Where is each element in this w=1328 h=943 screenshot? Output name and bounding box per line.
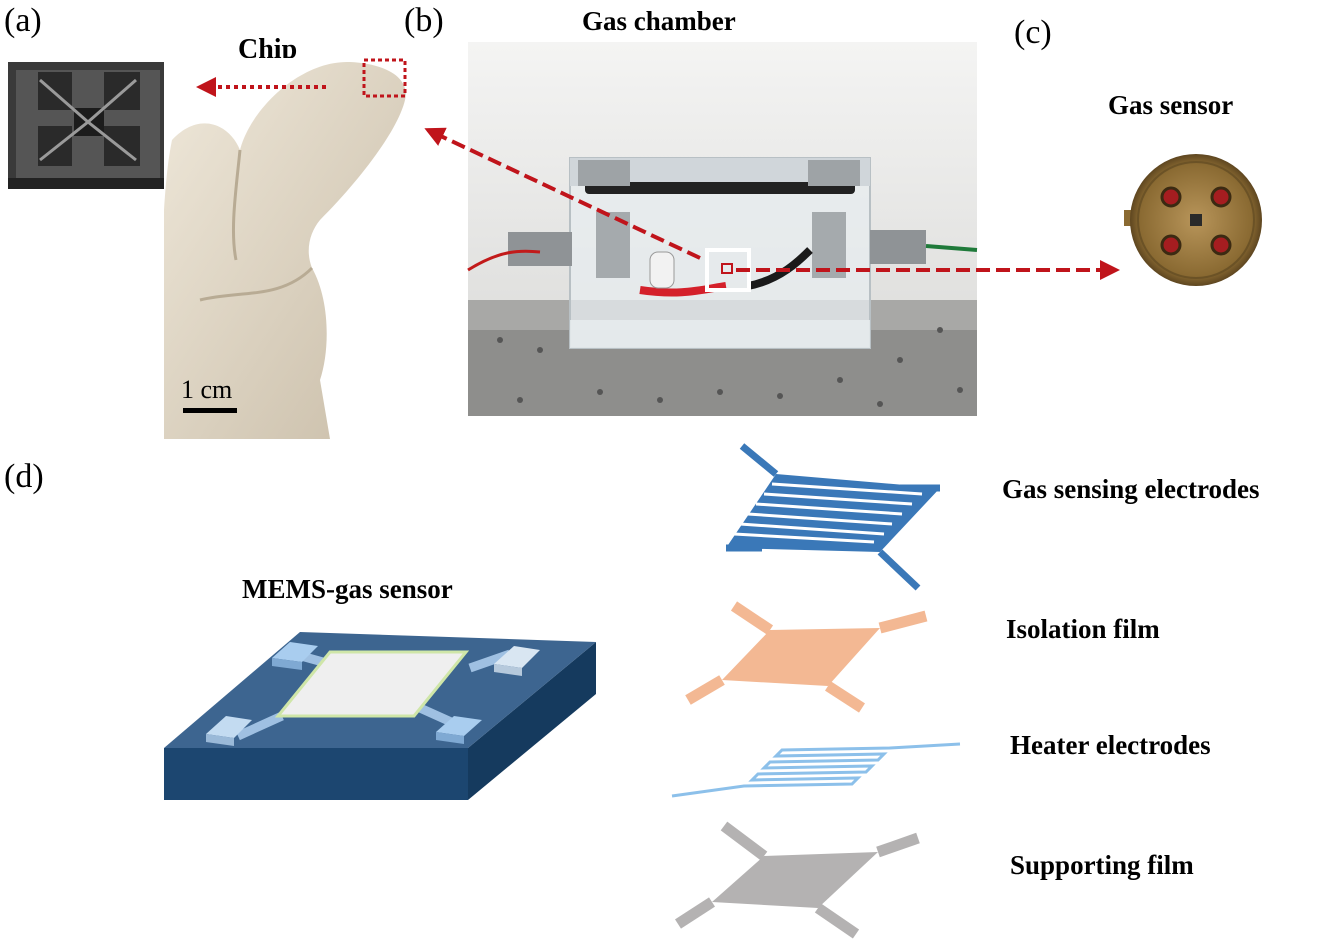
mems-gas-sensor-diagram	[164, 632, 596, 800]
panel-letter-c: (c)	[1014, 14, 1052, 51]
gas-sensor-label: Gas sensor	[1108, 90, 1234, 120]
gas-chamber-label: Gas chamber	[582, 6, 736, 36]
sem-inset-image	[8, 62, 168, 189]
isolation-film-layer	[685, 601, 928, 713]
panel-letter-a: (a)	[4, 2, 42, 39]
heater-electrodes-label: Heater electrodes	[1010, 730, 1211, 760]
gas-sensing-electrodes-layer	[726, 443, 940, 591]
gas-sensing-electrodes-label: Gas sensing electrodes	[1002, 474, 1260, 504]
mems-gas-sensor-label: MEMS-gas sensor	[242, 574, 453, 604]
panel-letter-d: (d)	[4, 458, 44, 495]
supporting-film-layer	[675, 821, 920, 939]
heater-electrodes-layer	[671, 742, 961, 798]
chip-highlight-box	[362, 58, 407, 98]
scale-bar-label: 1 cm	[181, 375, 232, 404]
isolation-film-label: Isolation film	[1006, 614, 1160, 644]
gas-sensor-photo	[1124, 154, 1262, 286]
supporting-film-label: Supporting film	[1010, 850, 1194, 880]
gas-chamber-photo	[467, 42, 978, 416]
panel-letter-b: (b)	[404, 2, 444, 39]
arrow-to-chip	[424, 127, 701, 260]
glove-photo	[164, 58, 406, 439]
